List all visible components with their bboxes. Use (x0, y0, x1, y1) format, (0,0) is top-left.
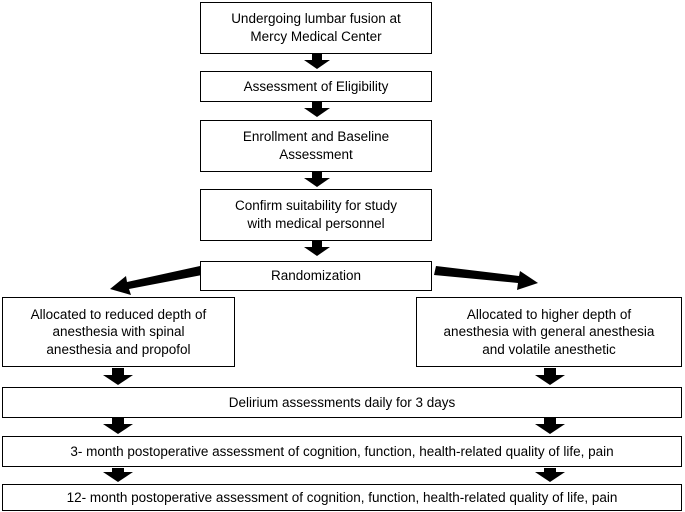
step-delirium: Delirium assessments daily for 3 days (2, 387, 682, 418)
arrow-diagonal-left (110, 266, 202, 295)
step-allocated-reduced: Allocated to reduced depth of anesthesia… (2, 297, 235, 367)
step-twelve-month-text: 12- month postoperative assessment of co… (66, 489, 618, 505)
step-lumbar-fusion-text: Undergoing lumbar fusion at Mercy Medica… (231, 11, 401, 44)
step-suitability: Confirm suitability for study with medic… (200, 189, 432, 241)
step-randomization: Randomization (200, 261, 432, 291)
step-eligibility: Assessment of Eligibility (200, 71, 432, 102)
arrow-down-4 (304, 241, 330, 256)
step-enrollment: Enrollment and Baseline Assessment (200, 120, 432, 172)
step-randomization-text: Randomization (270, 268, 362, 284)
step-enrollment-text: Enrollment and Baseline Assessment (242, 129, 390, 162)
step-allocated-reduced-text: Allocated to reduced depth of anesthesia… (30, 306, 207, 357)
arrow-down-1 (304, 54, 330, 69)
arrow-right-2 (535, 418, 565, 434)
arrow-right-3 (535, 468, 565, 482)
arrow-diagonal-right (434, 266, 538, 290)
step-eligibility-text: Assessment of Eligibility (243, 78, 389, 94)
arrow-down-3 (304, 172, 330, 187)
arrow-right-1 (535, 368, 565, 385)
step-allocated-higher-text: Allocated to higher depth of anesthesia … (443, 306, 655, 357)
step-delirium-text: Delirium assessments daily for 3 days (228, 394, 456, 410)
arrow-left-1 (103, 368, 133, 385)
step-suitability-text: Confirm suitability for study with medic… (234, 198, 398, 231)
arrow-down-2 (304, 102, 330, 117)
arrow-left-3 (103, 468, 133, 482)
step-three-month-text: 3- month postoperative assessment of cog… (70, 443, 614, 459)
step-three-month: 3- month postoperative assessment of cog… (2, 436, 682, 467)
step-twelve-month: 12- month postoperative assessment of co… (2, 484, 682, 511)
step-lumbar-fusion: Undergoing lumbar fusion at Mercy Medica… (200, 2, 432, 54)
step-allocated-higher: Allocated to higher depth of anesthesia … (416, 297, 682, 367)
arrow-left-2 (103, 418, 133, 434)
